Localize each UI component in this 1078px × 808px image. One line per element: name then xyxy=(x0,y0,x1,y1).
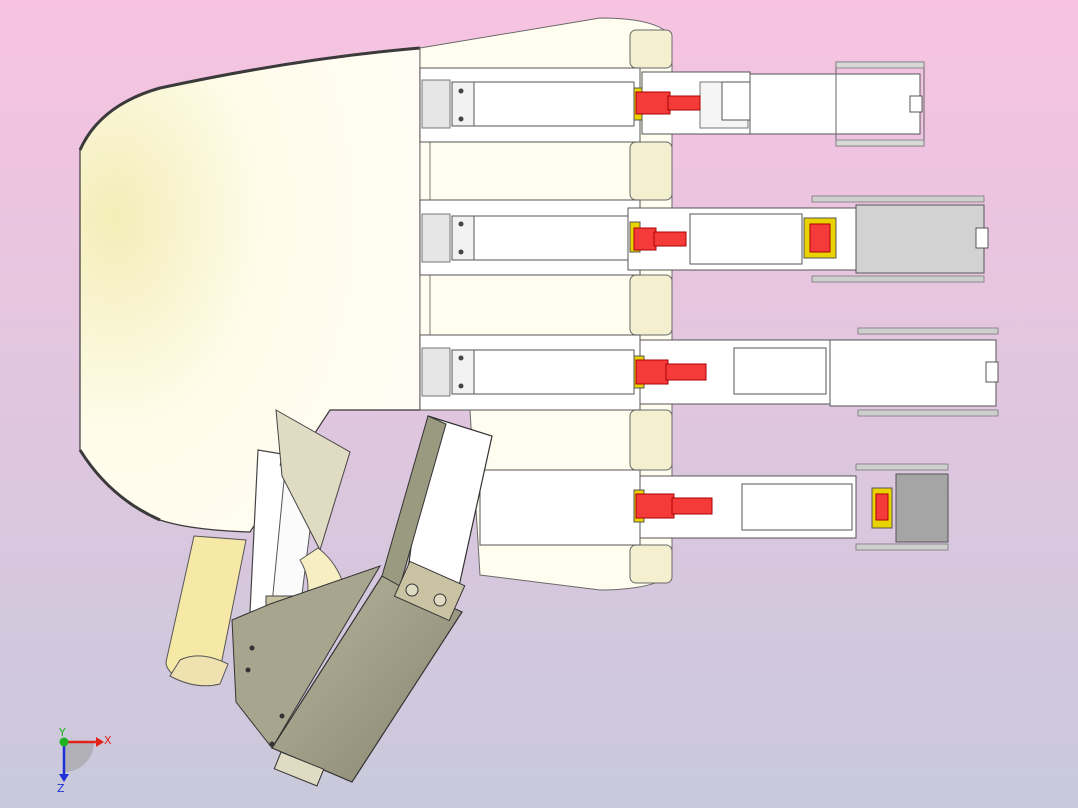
finger-phalanx-1 xyxy=(473,81,635,127)
thumb-servo-side xyxy=(231,565,382,749)
thumb-foot xyxy=(273,751,325,787)
knuckle-bump xyxy=(629,141,673,201)
finger-index[interactable] xyxy=(419,61,925,147)
finger-proximal-base xyxy=(479,469,641,546)
bolt-icon xyxy=(458,88,464,94)
finger-phalanx-3 xyxy=(829,339,997,407)
finger-hinge-block xyxy=(421,79,451,129)
bolt-icon xyxy=(458,355,464,361)
thumb-hinge-knob xyxy=(405,583,419,597)
finger-hinge-block xyxy=(421,347,451,397)
joint-red xyxy=(809,223,831,253)
coordinate-triad: X Y Z xyxy=(57,726,112,795)
bolt-icon xyxy=(458,116,464,122)
bolt-icon xyxy=(458,383,464,389)
finger-middle[interactable] xyxy=(419,195,989,283)
palm-edge-lower xyxy=(78,449,161,522)
joint-red xyxy=(635,493,675,519)
finger-little[interactable] xyxy=(479,463,949,551)
z-axis-label: Z xyxy=(57,782,65,795)
thumb-hinge xyxy=(393,560,466,622)
bolt-icon xyxy=(458,249,464,255)
finger-phalanx-1 xyxy=(473,215,631,261)
y-axis-dot xyxy=(59,737,69,747)
thumb-assembly[interactable] xyxy=(165,409,493,787)
knuckle-bump xyxy=(629,409,673,471)
joint-red xyxy=(635,359,669,385)
x-axis-arrowhead xyxy=(96,737,104,747)
bolt-icon xyxy=(458,221,464,227)
finger-tip-grey xyxy=(895,473,949,543)
palm-edge-upper xyxy=(78,46,421,151)
bolt-icon xyxy=(245,667,251,673)
knuckle-bumps xyxy=(629,29,673,584)
joint-red xyxy=(875,493,889,521)
joint-red xyxy=(671,497,713,515)
knuckle-bump xyxy=(629,544,673,584)
bolt-icon xyxy=(269,741,275,747)
finger-hinge-block xyxy=(421,213,451,263)
thumb-hinge-knob xyxy=(433,593,447,607)
joint-red xyxy=(633,227,657,251)
finger-phalanx-3 xyxy=(749,73,921,135)
finger-ring[interactable] xyxy=(419,327,999,417)
z-axis-arrowhead xyxy=(59,774,69,782)
finger-phalanx-1 xyxy=(473,349,635,395)
joint-red xyxy=(665,363,707,381)
joint-red xyxy=(653,231,687,247)
bolt-icon xyxy=(279,713,285,719)
finger-tip-grey xyxy=(855,204,985,274)
bolt-icon xyxy=(249,645,255,651)
knuckle-bump xyxy=(629,29,673,69)
knuckle-bump xyxy=(629,274,673,336)
x-axis-label: X xyxy=(104,734,112,747)
y-axis-label: Y xyxy=(58,726,66,739)
